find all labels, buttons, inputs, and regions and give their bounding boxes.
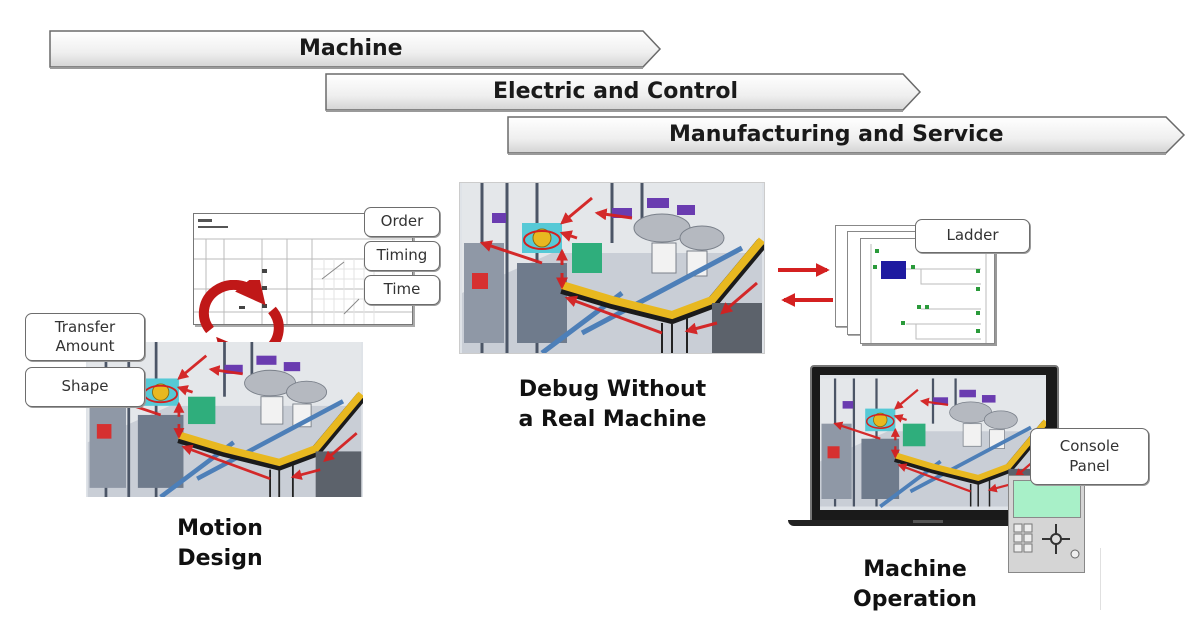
phase-banner-manufacturing-service: Manufacturing and Service [507, 116, 1186, 156]
laptop-base [788, 520, 1038, 526]
phase-banner-machine: Machine [49, 30, 662, 70]
phase-banner-electric-control: Electric and Control [325, 73, 922, 113]
phase-label: Electric and Control [493, 79, 738, 104]
machine-operation-caption: Machine Operation [853, 557, 977, 612]
bidirectional-arrows-icon [778, 263, 833, 307]
banner-arrow-shape [325, 73, 922, 112]
phase-label: Machine [299, 36, 403, 61]
debug-caption: Debug Without a Real Machine [518, 377, 707, 432]
console-keypad [1013, 523, 1080, 559]
callout-transfer-amount: Transfer Amount [25, 313, 145, 361]
console-screen [1013, 480, 1081, 518]
banner-arrow-shape [49, 30, 662, 69]
console-panel-device [1008, 475, 1085, 573]
callout-timing: Timing [364, 241, 440, 271]
motion-design-machine-image [86, 342, 363, 497]
callout-shape: Shape [25, 367, 145, 407]
dpad-icon [1042, 524, 1070, 554]
callout-ladder: Ladder [915, 219, 1030, 253]
ladder-diagram [870, 244, 987, 343]
callout-time: Time [364, 275, 440, 305]
callout-order: Order [364, 207, 440, 237]
callout-console-panel: Console Panel [1030, 428, 1149, 485]
motion-design-caption: Motion Design [177, 516, 263, 571]
debug-machine-image [459, 182, 765, 354]
divider-line [1100, 548, 1101, 610]
banner-arrow-shape [507, 116, 1186, 155]
phase-label: Manufacturing and Service [669, 122, 1004, 147]
